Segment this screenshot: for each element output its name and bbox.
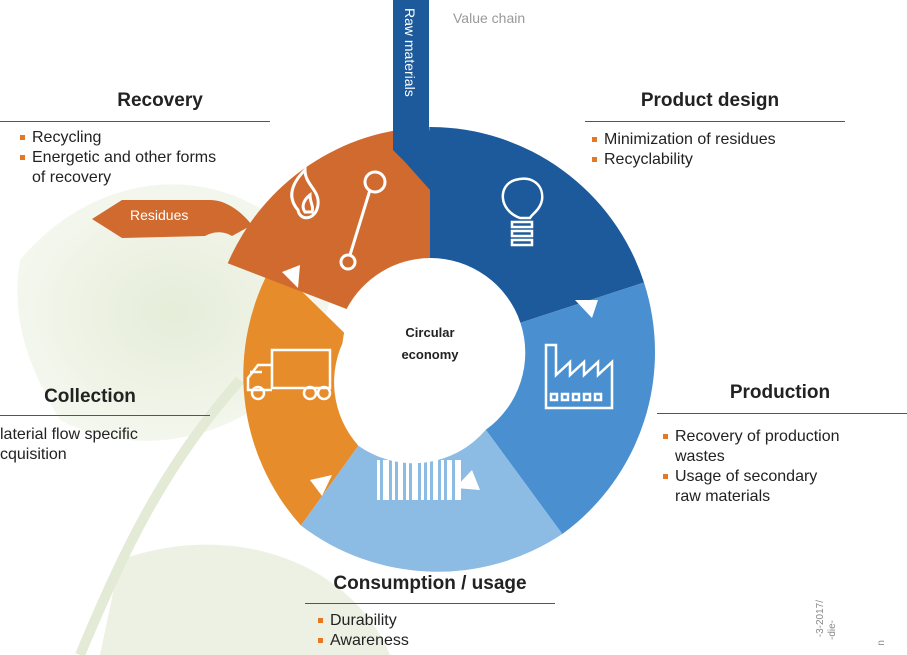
collection-rule: [0, 415, 210, 416]
segment-consumption: [300, 429, 563, 572]
center-line-1: Circular: [405, 325, 455, 340]
consumption-title: Consumption / usage: [333, 573, 527, 594]
production-list: Recovery of production wastes Usage of s…: [663, 427, 903, 507]
truck-icon: [246, 348, 332, 401]
production-rule: [657, 413, 907, 414]
notch-4: [282, 265, 300, 288]
list-item-cont: of recovery: [32, 169, 112, 186]
residues-label: Residues: [130, 207, 189, 223]
product-design-rule: [585, 121, 845, 122]
side-text-2: -die-: [827, 620, 838, 641]
list-item: laterial flow specific: [0, 426, 138, 443]
recovery-title: Recovery: [117, 90, 203, 111]
raw-materials-arrow: [393, 0, 460, 200]
lightbulb-icon: [501, 177, 544, 247]
collection-list: laterial flow specific cquisition: [0, 425, 138, 465]
consumption-rule: [305, 603, 555, 604]
wrench-icon: [339, 170, 387, 271]
center-label: Circular economy: [360, 322, 500, 366]
list-item: Energetic and other forms: [20, 148, 280, 168]
side-text-3: n: [876, 640, 887, 646]
list-item: Recovery of production: [663, 427, 903, 447]
residues-arrow: [92, 200, 252, 238]
notch-3: [310, 475, 332, 496]
fire-icon: [290, 166, 320, 220]
list-item: Minimization of residues: [592, 130, 852, 150]
list-item: Awareness: [318, 631, 518, 651]
notch-1: [575, 300, 598, 318]
list-item: Recyclability: [592, 150, 852, 170]
list-item-cont: wastes: [675, 448, 725, 465]
segment-product-design: [430, 126, 644, 323]
center-circle: [342, 264, 518, 440]
notch-2: [455, 470, 480, 490]
factory-icon: [544, 343, 614, 410]
segment-collection: [243, 263, 359, 526]
background-leaf-2: [100, 544, 390, 655]
side-text-1: -3-2017/: [815, 600, 826, 638]
list-item: Recycling: [20, 128, 280, 148]
consumption-list: Durability Awareness: [318, 611, 518, 651]
production-title: Production: [729, 382, 831, 403]
recovery-rule: [0, 121, 270, 122]
product-design-list: Minimization of residues Recyclability: [592, 130, 852, 170]
value-chain-label: Value chain: [453, 10, 526, 26]
background-stem: [75, 376, 244, 655]
product-design-title: Product design: [640, 90, 780, 111]
recovery-list: Recycling Energetic and other forms of r…: [20, 128, 280, 188]
list-item: cquisition: [0, 446, 67, 463]
list-item: Durability: [318, 611, 518, 631]
list-item: Usage of secondary: [663, 467, 903, 487]
raw-materials-label: Raw materials: [402, 8, 418, 97]
list-item-cont: raw materials: [675, 488, 771, 505]
barcode-icon: [377, 460, 461, 500]
collection-title: Collection: [44, 386, 136, 407]
center-line-2: economy: [401, 347, 459, 362]
